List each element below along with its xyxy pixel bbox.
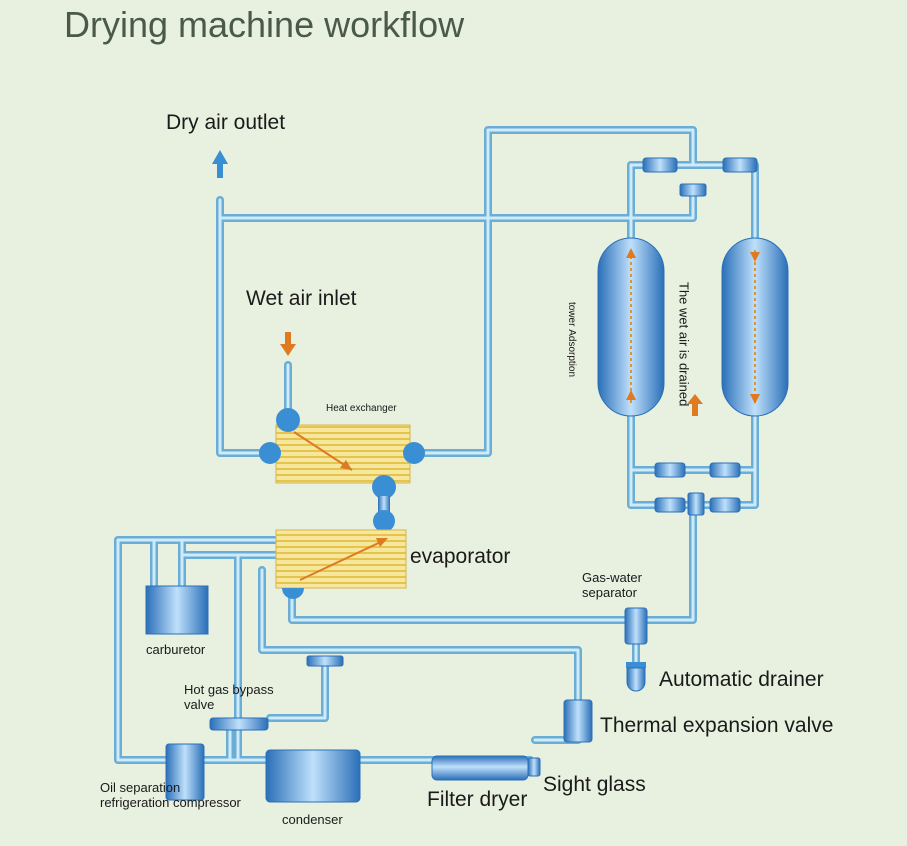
hot-gas-bypass-valve-label: Hot gas bypass valve	[184, 682, 274, 713]
oil-separation-compressor-label-line1: Oil separation	[100, 780, 181, 795]
carburetor	[145, 585, 209, 635]
automatic-drainer	[626, 662, 646, 692]
adsorption-tower-label-line1: tower	[566, 302, 577, 327]
hot-gas-bypass-valve-label-line1: Hot gas bypass	[184, 682, 274, 697]
oil-separation-compressor-label: Oil separation refrigeration compressor	[100, 780, 241, 811]
dry-air-outlet-arrow-icon	[212, 150, 228, 178]
gas-water-separator	[624, 607, 648, 645]
thermal-expansion-valve-label: Thermal expansion valve	[600, 714, 834, 737]
sight-glass	[527, 757, 541, 777]
sight-glass-label: Sight glass	[543, 773, 646, 796]
condenser	[265, 749, 361, 803]
condenser-label: condenser	[282, 812, 343, 827]
hot-gas-bypass-valve-label-line2: valve	[184, 696, 215, 712]
oil-separation-compressor-label-line2: refrigeration compressor	[100, 794, 241, 810]
adsorption-tower-right	[721, 237, 789, 417]
wet-air-inlet-label: Wet air inlet	[246, 287, 357, 310]
gas-water-separator-label: Gas-water separator	[582, 570, 642, 601]
dry-air-outlet-label: Dry air outlet	[166, 111, 286, 134]
evaporator-label: evaporator	[410, 545, 511, 568]
pipe-network	[114, 126, 759, 764]
filter-dryer-label: Filter dryer	[427, 788, 528, 811]
adsorption-tower-label: tower Adsorption	[566, 302, 577, 377]
wet-air-drained-label-line2: drained	[676, 362, 692, 407]
oil-separation-compressor	[165, 743, 205, 801]
adsorption-tower-left	[597, 237, 665, 417]
evaporator	[275, 529, 407, 599]
hot-gas-bypass-valve	[209, 655, 344, 731]
filter-dryer	[431, 755, 529, 781]
automatic-drainer-label: Automatic drainer	[659, 668, 824, 691]
wet-air-drained-label: The wet air is drained	[676, 282, 692, 407]
wet-air-drained-label-line1: The wet air is	[676, 282, 692, 360]
page-title: Drying machine workflow	[64, 4, 465, 45]
tower-valves	[642, 157, 758, 516]
gas-water-separator-label-line2: separator	[582, 584, 637, 600]
carburetor-label: carburetor	[146, 642, 206, 657]
exchanger-connector	[372, 475, 396, 532]
wet-air-inlet-arrow-icon	[280, 332, 296, 356]
drained-air-arrow-icon	[687, 394, 703, 416]
adsorption-tower-label-line2: Adsorption	[566, 329, 577, 378]
thermal-expansion-valve	[563, 699, 593, 743]
heat-exchanger-label: Heat exchanger	[326, 403, 397, 414]
gas-water-separator-label-line1: Gas-water	[582, 570, 642, 585]
heat-exchanger	[259, 408, 425, 484]
